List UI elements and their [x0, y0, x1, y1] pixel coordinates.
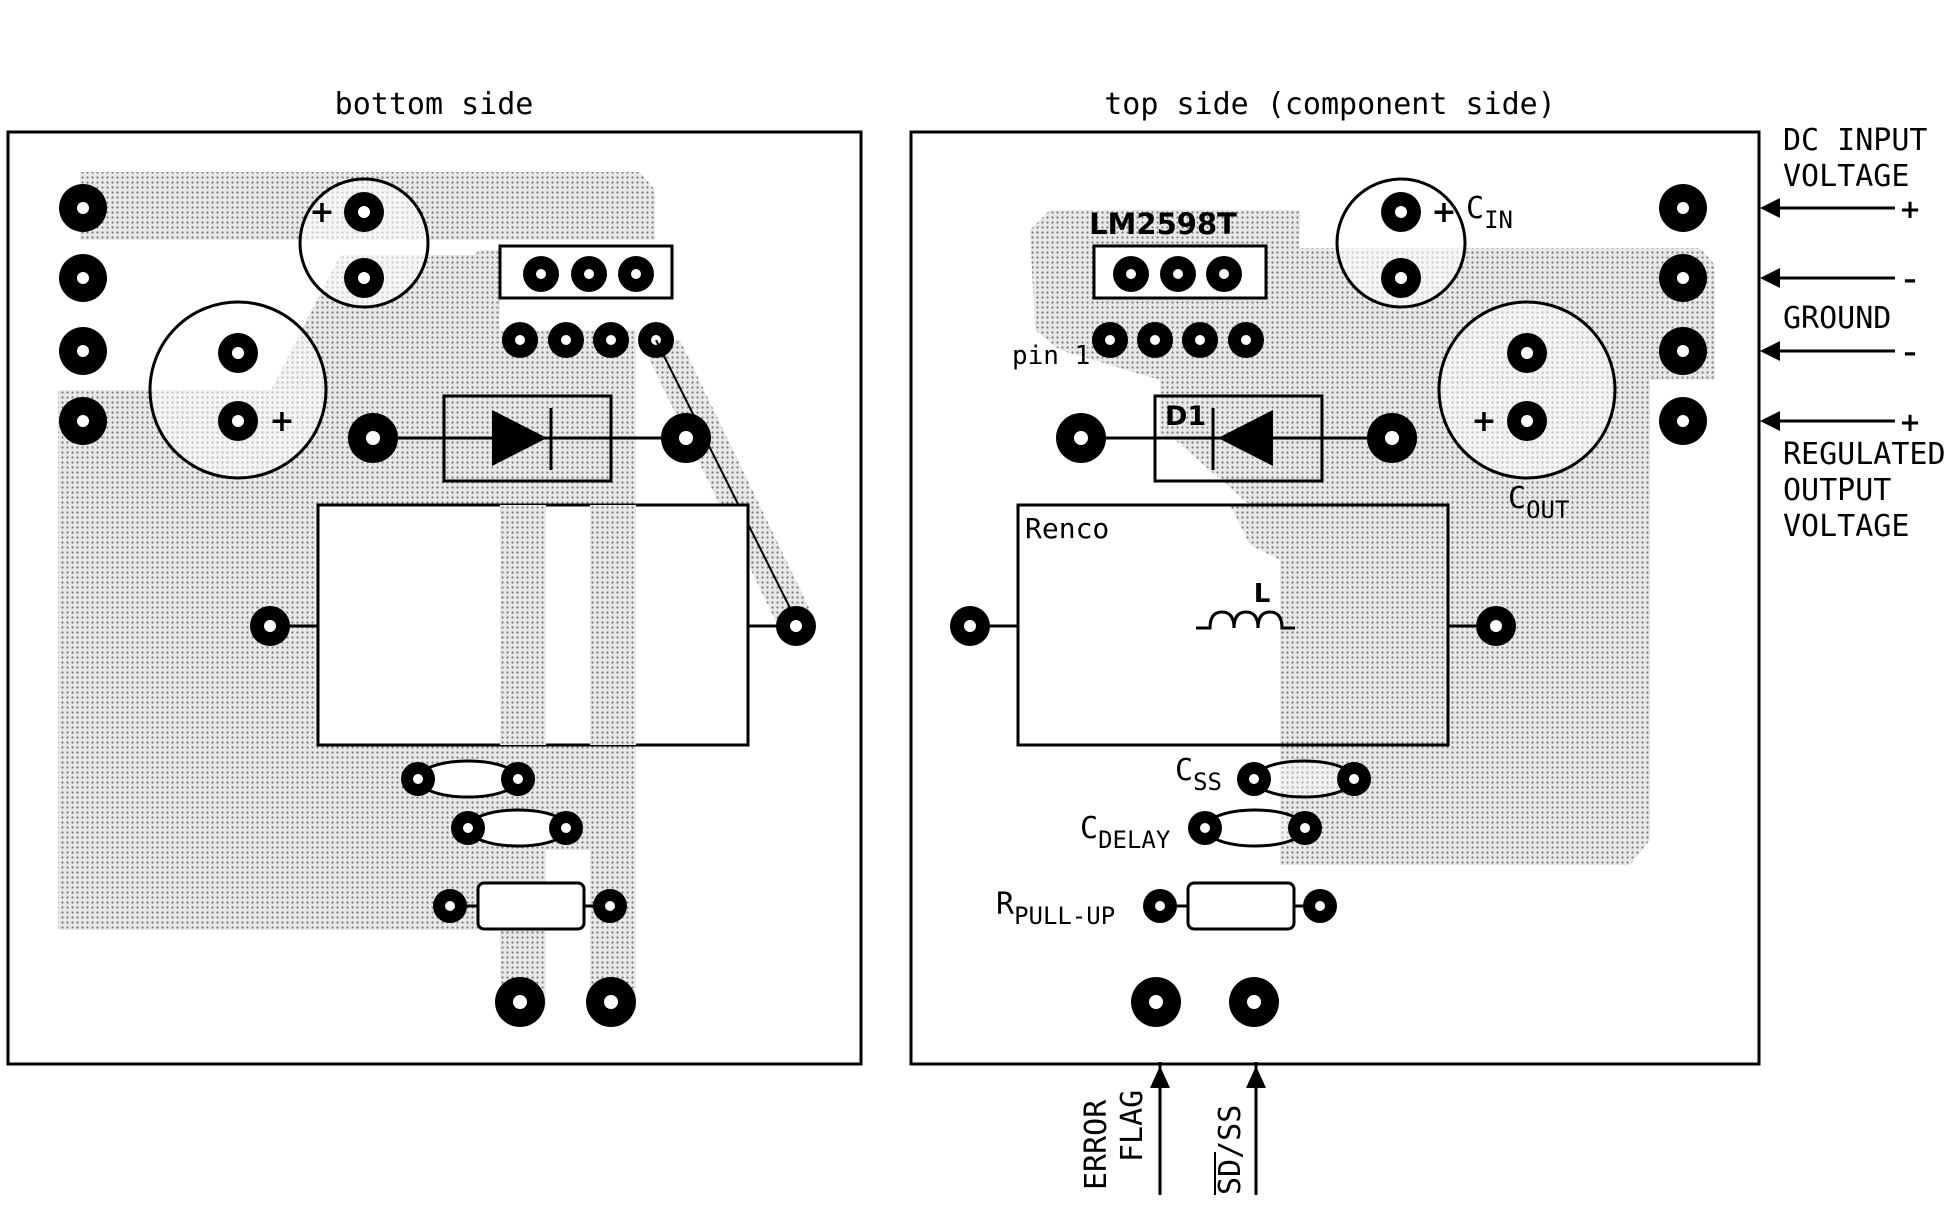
top-terminal-column [1659, 184, 1707, 445]
bottom-resistor [433, 881, 627, 931]
regulated-label-1: REGULATED [1783, 437, 1946, 472]
diode-label: D1 [1165, 401, 1206, 432]
top-cout-plus: + [1471, 404, 1496, 439]
sdss-label: SD/SS [1213, 1105, 1248, 1195]
top-cin-capacitor: + CIN [1335, 177, 1513, 309]
inductor-brand: Renco [1025, 512, 1109, 545]
arrow-head-icon [1760, 341, 1780, 361]
bottom-side-panel: + + [6, 130, 863, 1066]
dc-input-label-1: DC INPUT [1783, 123, 1928, 158]
bottom-diode [348, 339, 801, 629]
bottom-cout-capacitor: + [148, 300, 328, 480]
dc-plus-sign: + [1899, 195, 1921, 225]
bottom-cin-capacitor: + [298, 177, 430, 309]
top-cin-plus: + [1431, 195, 1456, 230]
top-cdelay-capacitor: CDELAY [1080, 808, 1322, 854]
arrow-head-icon [1760, 268, 1780, 288]
top-css-capacitor: CSS [1175, 753, 1371, 799]
bottom-copper-left-pour [58, 390, 470, 930]
bottom-side-title: bottom side [335, 87, 534, 122]
bottom-trace-a-mid [500, 505, 546, 745]
top-diode-d1: D1 [1056, 394, 1417, 483]
pin1-label: pin 1 [1012, 341, 1090, 371]
bottom-cdelay-capacitor [451, 808, 583, 848]
regulated-label-3: VOLTAGE [1783, 509, 1909, 544]
inductor-coil-icon [1196, 610, 1295, 630]
bottom-trace-b-mid [590, 505, 636, 745]
dc-minus-sign: – [1904, 265, 1917, 295]
top-resistor-pullup: RPULL-UP [996, 881, 1337, 931]
terminal-labels: DC INPUT VOLTAGE + – GROUND – + REGULATE… [1760, 123, 1946, 544]
out-plus-sign: + [1899, 408, 1921, 438]
cout-label: COUT [1508, 481, 1569, 524]
arrow-head-icon [1760, 198, 1780, 218]
rpull-label: RPULL-UP [996, 887, 1115, 930]
inductor-label: L [1254, 579, 1271, 609]
signal-labels: ERROR FLAG SD/SS [1079, 1062, 1266, 1195]
bottom-cin-plus: + [309, 195, 334, 230]
top-side-panel: LM2598T pin 1 + CIN + COUT [909, 130, 1761, 1066]
css-label: CSS [1175, 753, 1222, 796]
out-minus-sign: – [1904, 338, 1917, 368]
top-side-title: top side (component side) [1104, 87, 1556, 122]
bottom-cout-plus: + [269, 404, 294, 439]
bottom-terminal-column [59, 184, 107, 445]
cdelay-label: CDELAY [1080, 811, 1171, 854]
dc-input-label-2: VOLTAGE [1783, 159, 1909, 194]
ic-label: LM2598T [1089, 207, 1237, 241]
arrow-head-icon [1760, 411, 1780, 431]
arrow-head-icon [1150, 1066, 1170, 1088]
bottom-css-capacitor [401, 759, 535, 799]
arrow-head-icon [1246, 1066, 1266, 1088]
top-ic-lm2598t: LM2598T pin 1 [1012, 207, 1268, 371]
cin-label: CIN [1466, 191, 1513, 234]
top-cout-capacitor: + COUT [1437, 300, 1617, 524]
bottom-ic-footprint [498, 244, 674, 358]
flag-label: FLAG [1115, 1090, 1150, 1162]
error-label: ERROR [1079, 1099, 1114, 1190]
top-inductor: Renco L [950, 503, 1516, 747]
regulated-label-2: OUTPUT [1783, 473, 1891, 508]
ground-label: GROUND [1783, 301, 1891, 336]
